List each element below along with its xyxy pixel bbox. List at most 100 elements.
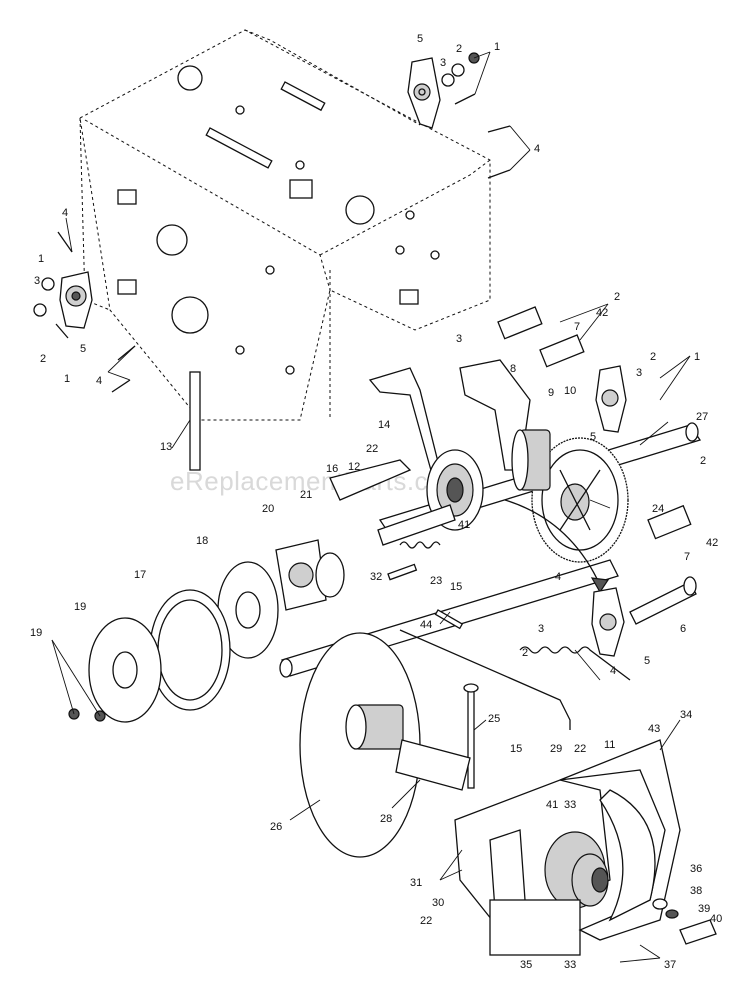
disc-26 (299, 632, 421, 858)
bearing-flange-right (595, 365, 627, 433)
callout-19: 19 (74, 601, 86, 613)
callout-29: 29 (550, 743, 562, 755)
callout-41: 41 (546, 799, 558, 811)
callout-25: 25 (488, 713, 500, 725)
clip-32 (387, 563, 418, 581)
callout-31: 31 (410, 877, 422, 889)
housing-hole (177, 65, 203, 91)
callout-5: 5 (590, 431, 596, 443)
watermark-text: eReplacementParts.com (170, 466, 465, 496)
callout-4: 4 (96, 375, 102, 387)
arrow-head (590, 577, 610, 594)
callout-4: 4 (555, 571, 561, 583)
callout-13: 13 (160, 441, 172, 453)
bolt-6 (629, 581, 697, 625)
housing-bracket (117, 189, 137, 205)
callout-35: 35 (520, 959, 532, 971)
callout-32: 32 (370, 571, 382, 583)
callout-21: 21 (300, 489, 312, 501)
gear-24 (531, 437, 629, 563)
callout-22: 22 (574, 743, 586, 755)
rod-11 (399, 629, 571, 730)
bolt-25 (467, 687, 475, 789)
callout-1: 1 (64, 373, 70, 385)
callout-5: 5 (644, 655, 650, 667)
callout-11: 11 (604, 739, 615, 751)
callout-26: 26 (270, 821, 282, 833)
callout-7: 7 (684, 551, 690, 563)
callout-33: 33 (564, 959, 576, 971)
callout-44: 44 (420, 619, 432, 631)
callout-18: 18 (196, 535, 208, 547)
shaft-12 (377, 504, 456, 546)
housing-hole (156, 224, 188, 256)
rod-13 (189, 371, 201, 471)
callout-14: 14 (378, 419, 390, 431)
callout-23: 23 (430, 575, 442, 587)
housing-bracket (117, 279, 137, 295)
callout-24: 24 (652, 503, 664, 515)
callout-27: 27 (696, 411, 708, 423)
callout-28: 28 (380, 813, 392, 825)
arm-16 (329, 459, 412, 501)
callout-16: 16 (326, 463, 338, 475)
callout-1: 1 (38, 253, 44, 265)
callout-41: 41 (458, 519, 470, 531)
friction-ring-17 (149, 589, 231, 711)
callout-4: 4 (610, 665, 616, 677)
leader-lines (51, 51, 691, 963)
housing-bracket (289, 179, 313, 199)
plate-19 (68, 617, 162, 723)
callout-19: 19 (30, 627, 42, 639)
callout-33: 33 (564, 799, 576, 811)
bearing-flange-top (407, 57, 441, 129)
callout-6: 6 (680, 623, 686, 635)
bolt-40 (679, 919, 717, 945)
nut-39 (665, 909, 679, 919)
assembly-arrow (504, 499, 601, 586)
housing-bracket (399, 289, 419, 305)
callout-30: 30 (432, 897, 444, 909)
housing-hole (171, 296, 209, 334)
callout-37: 37 (664, 959, 676, 971)
callout-2: 2 (522, 647, 528, 659)
callout-2: 2 (456, 43, 462, 55)
callout-2: 2 (650, 351, 656, 363)
callout-2: 2 (700, 455, 706, 467)
callout-15: 15 (510, 743, 522, 755)
callout-8: 8 (510, 363, 516, 375)
callout-42: 42 (706, 537, 718, 549)
callout-40: 40 (710, 913, 722, 925)
spacer-upper (497, 306, 585, 368)
shaft-28 (395, 739, 471, 791)
housing-slot (205, 127, 273, 169)
pin-44 (434, 609, 464, 630)
callout-22: 22 (420, 915, 432, 927)
callout-34: 34 (680, 709, 692, 721)
callout-4: 4 (534, 143, 540, 155)
callout-39: 39 (698, 903, 710, 915)
callout-1: 1 (694, 351, 700, 363)
callout-labels: 5 2 3 1 4 4 1 3 5 2 1 4 2 42 7 3 8 1 2 3… (30, 33, 722, 971)
callout-36: 36 (690, 863, 702, 875)
auger-housing (559, 739, 681, 941)
callout-1: 1 (494, 41, 500, 53)
callout-2: 2 (614, 291, 620, 303)
housing-hole (345, 195, 375, 225)
bearing-flange-lower (591, 587, 625, 657)
callout-5: 5 (417, 33, 423, 45)
callout-5: 5 (80, 343, 86, 355)
housing-slot (280, 81, 326, 112)
callout-38: 38 (690, 885, 702, 897)
callout-2: 2 (40, 353, 46, 365)
callout-43: 43 (648, 723, 660, 735)
callout-22: 22 (366, 443, 378, 455)
callout-3: 3 (538, 623, 544, 635)
callout-17: 17 (134, 569, 146, 581)
callout-3: 3 (456, 333, 462, 345)
washer-38 (652, 898, 668, 910)
callout-3: 3 (34, 275, 40, 287)
spring-23 (399, 541, 441, 549)
callout-9: 9 (548, 387, 554, 399)
